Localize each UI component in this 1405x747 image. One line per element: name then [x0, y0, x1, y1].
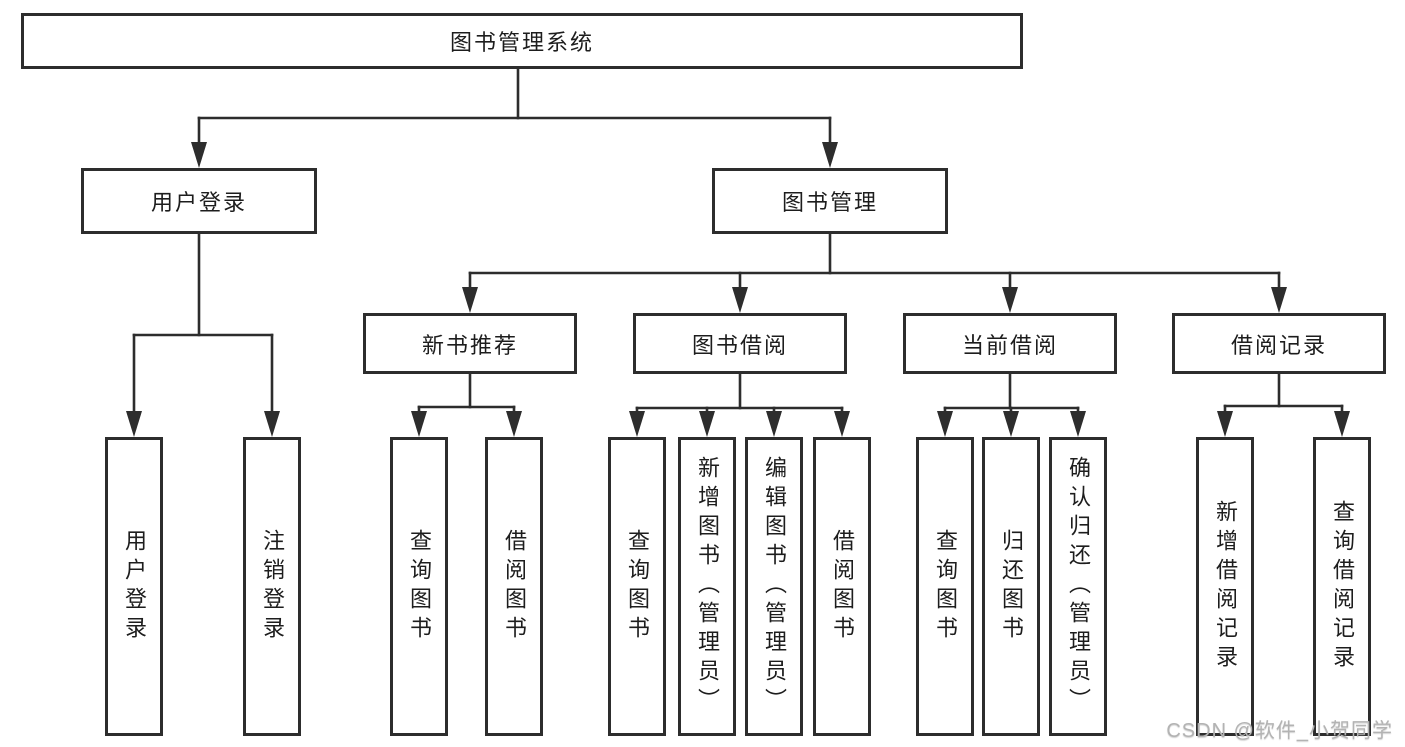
node-label: 确认归还（管理员） — [1066, 456, 1091, 717]
node-library-system: 图书管理系统 — [21, 13, 1023, 69]
node-label: 查询图书 — [407, 528, 432, 645]
node-label: 编辑图书（管理员） — [762, 456, 787, 717]
node-new-book-recommendation: 新书推荐 — [363, 313, 577, 374]
node-label: 新增借阅记录 — [1213, 499, 1238, 674]
node-current-borrowing: 当前借阅 — [903, 313, 1117, 374]
node-book-borrowing: 图书借阅 — [633, 313, 847, 374]
node-label: 查询图书 — [625, 528, 650, 645]
node-book-management: 图书管理 — [712, 168, 948, 234]
leaf-add-book-admin: 新增图书（管理员） — [678, 437, 736, 736]
connector-root-to-level2 — [191, 67, 838, 168]
node-label: 借阅记录 — [1230, 332, 1327, 358]
leaf-edit-book-admin: 编辑图书（管理员） — [745, 437, 803, 736]
leaf-query-books-recommend: 查询图书 — [390, 437, 448, 736]
node-label: 借阅图书 — [830, 528, 855, 645]
connector-book-management-to-level3 — [462, 232, 1287, 313]
leaf-logout: 注销登录 — [243, 437, 301, 736]
node-label: 注销登录 — [260, 528, 285, 645]
node-label: 当前借阅 — [961, 332, 1058, 358]
connector-book-borrowing-to-leaves — [629, 372, 850, 437]
connector-user-login-to-leaves — [126, 232, 280, 437]
node-label: 查询借阅记录 — [1330, 499, 1355, 674]
node-label: 借阅图书 — [502, 528, 527, 645]
leaf-borrow-books-borrowing: 借阅图书 — [813, 437, 871, 736]
node-label: 图书借阅 — [691, 332, 788, 358]
node-borrowing-records: 借阅记录 — [1172, 313, 1386, 374]
connector-new-book-recommendation-to-leaves — [411, 372, 522, 437]
node-label: 用户登录 — [150, 190, 247, 215]
leaf-borrow-books-recommend: 借阅图书 — [485, 437, 543, 736]
node-label: 用户登录 — [122, 528, 147, 645]
node-label: 新增图书（管理员） — [695, 456, 720, 717]
leaf-add-borrow-record: 新增借阅记录 — [1196, 437, 1254, 736]
leaf-user-login: 用户登录 — [105, 437, 163, 736]
node-label: 图书管理 — [781, 190, 878, 215]
node-user-login: 用户登录 — [81, 168, 317, 234]
leaf-query-books-current: 查询图书 — [916, 437, 974, 736]
leaf-query-borrow-record: 查询借阅记录 — [1313, 437, 1371, 736]
leaf-confirm-return-admin: 确认归还（管理员） — [1049, 437, 1107, 736]
connector-borrowing-records-to-leaves — [1217, 372, 1350, 437]
csdn-watermark: CSDN @软件_小贺同学 — [1166, 720, 1393, 742]
node-label: 图书管理系统 — [449, 30, 594, 55]
leaf-query-books-borrowing: 查询图书 — [608, 437, 666, 736]
node-label: 新书推荐 — [421, 332, 518, 358]
connector-current-borrowing-to-leaves — [937, 372, 1086, 437]
node-label: 查询图书 — [933, 528, 958, 645]
leaf-return-books: 归还图书 — [982, 437, 1040, 736]
node-label: 归还图书 — [999, 528, 1024, 645]
